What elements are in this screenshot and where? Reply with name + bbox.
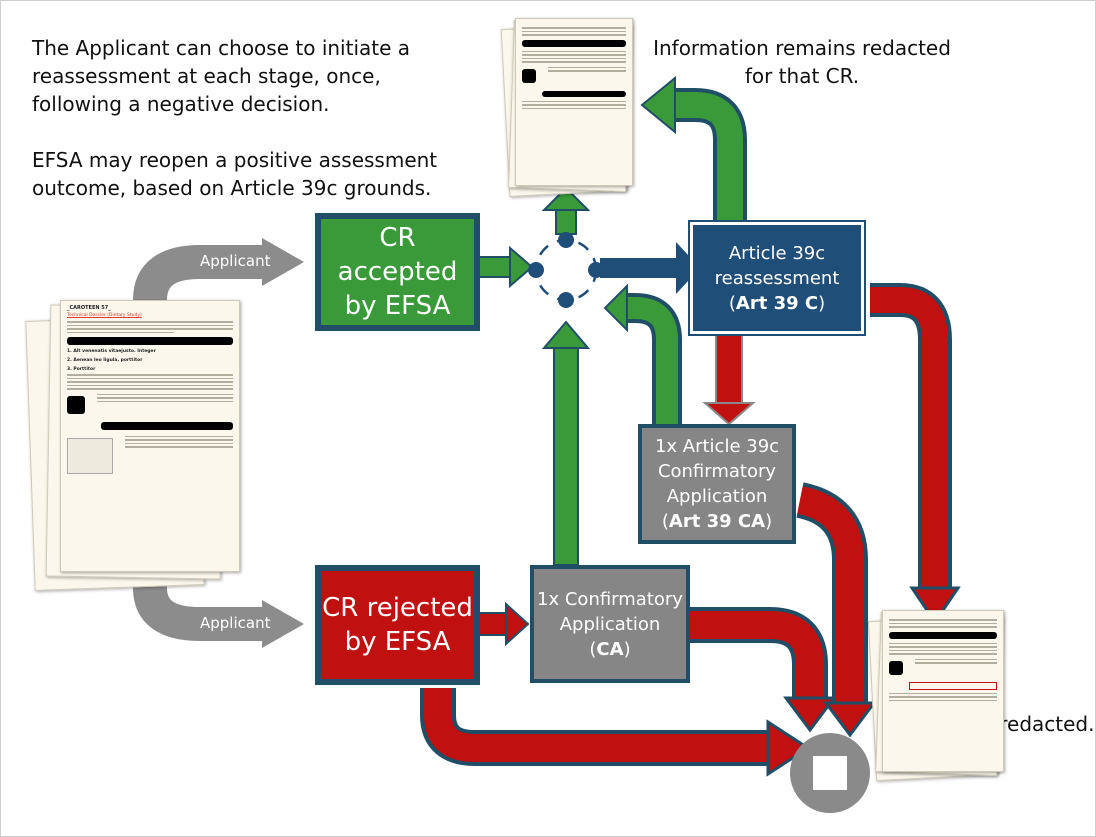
art39c-to-redacted-arrow (640, 75, 747, 222)
doc-title: _CAROTEEN 57_ (67, 305, 111, 311)
ca-line-1: 1x Confirmatory (537, 588, 683, 610)
art39ca-to-hub-arrow (603, 283, 682, 425)
reopen-note: EFSA may reopen a positive assessment ou… (32, 148, 438, 200)
art39c-to-art39ca-arrow (702, 334, 756, 426)
art39ca-line-1: 1x Article 39c (654, 436, 780, 457)
hub-to-art39c-arrow (600, 242, 700, 294)
accepted-to-hub-arrow (476, 245, 534, 289)
art39ca-line-2: Confirmatory (657, 461, 777, 482)
cr-rejected-box: CR rejected by EFSA (315, 565, 480, 685)
ca-to-hub-arrow (541, 320, 591, 566)
redaction-bar (67, 337, 233, 345)
article-39c-box: Article 39c reassessment (Art 39 C) (688, 220, 866, 336)
article-39ca-box: 1x Article 39c Confirmatory Application … (638, 424, 796, 544)
ca-code: CA (596, 638, 624, 660)
figure-thumbnail (67, 437, 113, 474)
decision-hub-icon (528, 232, 604, 308)
dossier-page: _CAROTEEN 57_ Technical Dossier (Dietary… (60, 300, 240, 572)
doc-subtitle: Technical Dossier (Dietary Study) (67, 313, 142, 318)
doc-heading-1: 1. Alt venenatis vitaejusto. Integer (67, 349, 156, 354)
art39c-code: Art 39 C (735, 292, 819, 314)
art39ca-line-3: Application (666, 486, 768, 507)
ca-line-2: Application (559, 613, 661, 635)
confirmatory-application-box: 1x Confirmatory Application (CA) (530, 565, 690, 683)
applicant-arrow-bottom (133, 578, 304, 648)
rejected-to-end-arrow (420, 688, 811, 777)
unredacted-page (882, 610, 1004, 772)
ca-to-end-arrow (690, 607, 837, 733)
redaction-bar-2 (101, 421, 233, 430)
redacted-note: Information remains redacted for that CR… (653, 36, 951, 88)
art39c-to-unredacted-arrow (870, 283, 961, 625)
end-stop-icon (790, 733, 870, 813)
unredacted-document-stack (867, 610, 1007, 785)
redacted-page (515, 18, 633, 186)
art39ca-to-end-arrow (795, 482, 877, 738)
redaction-square (67, 395, 85, 414)
applicant-arrow-top (133, 238, 304, 310)
dossier-document-stack: _CAROTEEN 57_ Technical Dossier (Dietary… (25, 300, 245, 591)
cr-accepted-box: CR accepted by EFSA (315, 213, 480, 331)
redacted-document-stack (500, 18, 635, 198)
rejected-to-ca-arrow (477, 601, 530, 647)
hub-to-redacted-arrow (541, 186, 591, 235)
applicant-top-label: Applicant (200, 252, 271, 270)
art39ca-code: Art 39 CA (668, 511, 766, 532)
art39c-line-1: Article 39c (728, 242, 826, 264)
reassessment-note: The Applicant can choose to initiate a r… (32, 36, 411, 116)
art39c-line-2: reassessment (714, 267, 840, 289)
doc-heading-3: 3. Porttitor (67, 367, 96, 372)
applicant-bottom-label: Applicant (200, 614, 271, 632)
doc-heading-2: 2. Aenean leo ligula, porttitor (67, 358, 143, 363)
